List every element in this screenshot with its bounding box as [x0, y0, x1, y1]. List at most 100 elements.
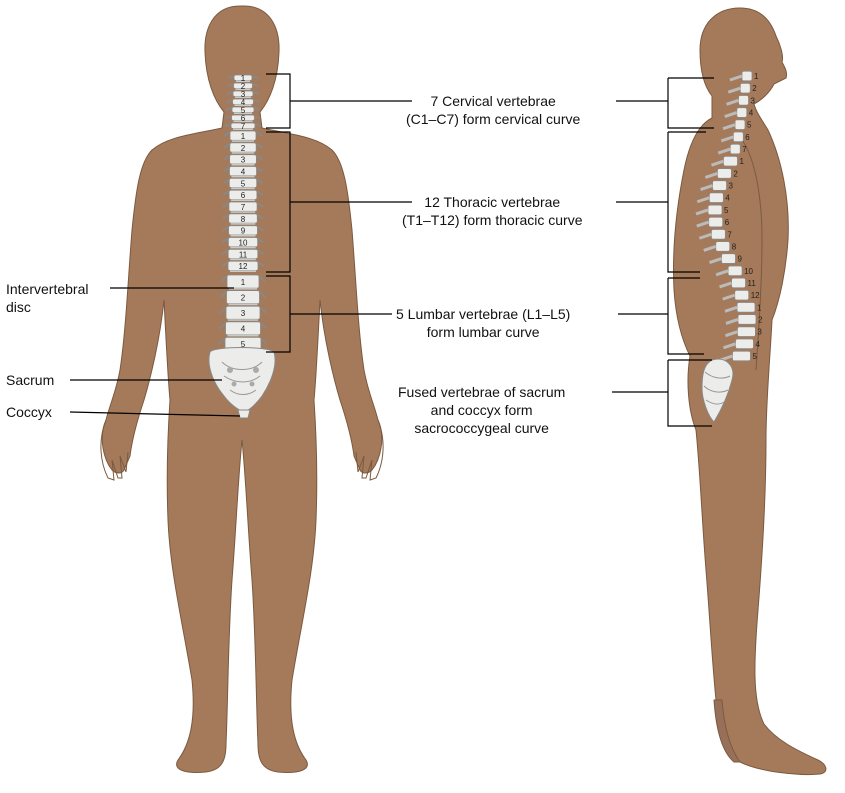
- lumbar-vertebra-number: 3: [241, 309, 246, 318]
- thoracic-transverse-process: [222, 178, 264, 185]
- thoracic-transverse-process: [223, 131, 263, 137]
- thoracic-vertebra-number-lateral: 12: [751, 291, 760, 300]
- cervical-label: 7 Cervical vertebrae (C1–C7) form cervic…: [406, 92, 580, 128]
- intervertebral-disc: [231, 152, 255, 154]
- lumbar-spinous-process: [724, 305, 738, 313]
- sacrum-label: Sacrum: [6, 372, 55, 388]
- lumbar-transverse-process: [220, 275, 266, 283]
- thoracic-vertebra-number: 7: [241, 203, 246, 212]
- thoracic-vertebra: [229, 142, 257, 153]
- intervertebral-disc: [231, 175, 255, 178]
- thoracic-label-line1: 12 Thoracic vertebrae: [424, 194, 561, 210]
- intervertebral-disc: [229, 288, 257, 290]
- thoracic-transverse-process: [223, 154, 263, 161]
- cervical-vertebra-lateral: [738, 95, 749, 106]
- thoracic-vertebra-number: 12: [239, 262, 248, 271]
- cervical-vertebra-number-lateral: 2: [752, 84, 757, 93]
- thoracic-transverse-process: [221, 261, 265, 267]
- intervertebral-label-line2: disc: [6, 299, 31, 315]
- thoracic-vertebra-number: 10: [239, 238, 248, 247]
- cervical-vertebra-number: 7: [241, 122, 246, 131]
- cervical-label-line1: 7 Cervical vertebrae: [430, 93, 556, 109]
- thoracic-vertebra-lateral: [727, 265, 743, 277]
- lumbar-vertebra-number-lateral: 2: [758, 315, 763, 324]
- cervical-transverse-process: [225, 107, 261, 111]
- cervical-label-line2: (C1–C7) form cervical curve: [406, 111, 581, 127]
- cervical-spinous-process: [720, 135, 734, 143]
- lumbar-transverse-process: [218, 322, 268, 330]
- thoracic-spinous-process: [715, 269, 729, 277]
- thoracic-vertebra-number: 8: [241, 215, 246, 224]
- thoracic-label-line2: (T1–T12) form thoracic curve: [402, 212, 583, 228]
- intervertebral-disc: [230, 235, 256, 237]
- cervical-spinous-process: [724, 111, 738, 118]
- sacrococcygeal-bracket-side: [667, 359, 712, 427]
- thoracic-vertebra-number-lateral: 4: [725, 194, 730, 203]
- sacrococcygeal-label-line2: and coccyx form: [430, 402, 533, 418]
- thoracic-spinous-process: [696, 196, 710, 204]
- cervical-transverse-process: [225, 115, 261, 119]
- thoracic-transverse-process: [221, 249, 265, 256]
- lumbar-transverse-process: [218, 337, 268, 345]
- thoracic-vertebra-number: 11: [239, 250, 248, 259]
- intervertebral-disc: [230, 211, 256, 213]
- coccyx-label: Coccyx: [6, 404, 52, 420]
- lumbar-label-line2: form lumbar curve: [426, 324, 540, 340]
- thoracic-vertebra-number-lateral: 8: [732, 242, 737, 251]
- cervical-spinous-process: [717, 147, 731, 155]
- lumbar-vertebra-number: 5: [241, 340, 246, 349]
- thoracic-transverse-process: [222, 202, 264, 208]
- lumbar-vertebra-lateral: [737, 326, 756, 337]
- thoracic-transverse-process: [222, 190, 264, 196]
- intervertebral-disc: [232, 140, 254, 142]
- intervertebral-disc: [230, 223, 256, 225]
- thoracic-vertebra-number-lateral: 7: [727, 230, 732, 239]
- thoracic-spinous-process: [703, 245, 717, 252]
- thoracic-spinous-process: [722, 293, 736, 301]
- lumbar-label: 5 Lumbar vertebrae (L1–L5) form lumbar c…: [396, 305, 570, 341]
- coccyx-bone: [237, 409, 251, 419]
- cervical-spinous-process: [727, 86, 741, 94]
- thoracic-vertebra-number-lateral: 10: [744, 267, 753, 276]
- lumbar-vertebra-number: 2: [241, 293, 246, 302]
- cervical-spinous-process: [722, 123, 736, 131]
- thoracic-spinous-process: [698, 232, 712, 240]
- thoracic-vertebra: [228, 177, 258, 189]
- thoracic-vertebra-lateral: [712, 180, 727, 191]
- intervertebral-disc: [233, 128, 253, 130]
- cervical-vertebra-number-lateral: 3: [751, 96, 756, 105]
- lumbar-spinous-process: [722, 342, 736, 350]
- cervical-spinous-process: [729, 74, 743, 82]
- thoracic-vertebra-lateral: [710, 229, 726, 240]
- lumbar-spinous-process: [724, 330, 738, 338]
- lumbar-label-line1: 5 Lumbar vertebrae (L1–L5): [396, 306, 571, 322]
- intervertebral-disc: [230, 258, 256, 261]
- cervical-vertebra-number: 4: [241, 98, 246, 107]
- intervertebral-disc: [231, 187, 255, 190]
- lumbar-vertebra-number-lateral: 1: [757, 303, 762, 312]
- intervertebral-disc: [235, 88, 251, 90]
- intervertebral-disc: [230, 246, 256, 249]
- thoracic-vertebra-number: 4: [241, 167, 246, 176]
- cervical-transverse-process: [227, 83, 259, 87]
- cervical-vertebra-number-lateral: 4: [749, 109, 754, 118]
- thoracic-transverse-process: [221, 225, 265, 232]
- thoracic-vertebra-number: 5: [241, 179, 246, 188]
- cervical-bracket-side: [667, 77, 714, 129]
- lumbar-vertebra-number-lateral: 5: [752, 352, 757, 361]
- cervical-vertebra-number: 1: [241, 74, 246, 83]
- sacrococcygeal-label-line3: sacrococcygeal curve: [414, 420, 549, 436]
- intervertebral-disc: [227, 334, 259, 337]
- thoracic-vertebra-number-lateral: 3: [729, 182, 734, 191]
- cervical-vertebra-number-lateral: 6: [745, 133, 750, 142]
- thoracic-vertebra-number: 9: [241, 227, 246, 236]
- cervical-vertebra-number: 5: [241, 106, 246, 115]
- intervertebral-disc: [231, 164, 255, 166]
- thoracic-spinous-process: [710, 159, 724, 167]
- thoracic-vertebra-number: 3: [241, 156, 246, 165]
- thoracic-vertebra-lateral: [734, 289, 750, 301]
- lumbar-bracket-side: [667, 277, 704, 355]
- thoracic-spinous-process: [704, 171, 718, 179]
- thoracic-transverse-process: [222, 213, 264, 220]
